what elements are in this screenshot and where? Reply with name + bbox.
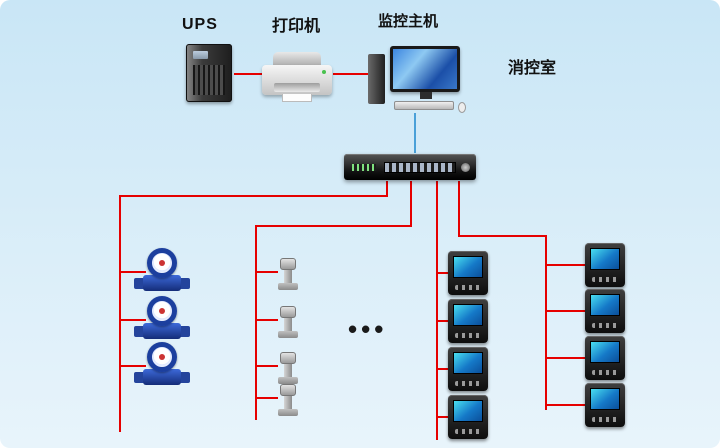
host-monitor — [390, 46, 460, 92]
valve-sensor — [276, 306, 300, 340]
monitor-stand — [420, 92, 432, 99]
sensor-head — [280, 306, 296, 318]
water-meter — [134, 248, 190, 294]
power-meter-buttons — [592, 417, 618, 422]
power-meter — [585, 336, 625, 380]
power-meter — [448, 395, 488, 439]
power-meter-buttons — [592, 370, 618, 375]
sensor-body — [284, 364, 292, 378]
water-meter-needle — [159, 308, 165, 314]
printer-device — [262, 52, 332, 104]
printer-status-led — [322, 70, 326, 74]
host-keyboard — [394, 101, 454, 110]
water-meter-pipe-left — [134, 278, 145, 289]
water-meter-body — [143, 275, 181, 291]
power-meter — [448, 251, 488, 295]
power-meter — [585, 383, 625, 427]
sensor-base — [278, 283, 298, 290]
printer-out-slot — [274, 83, 320, 92]
power-meter-screen — [453, 400, 483, 422]
water-meter-dial — [147, 342, 177, 372]
trunk-sensors — [255, 181, 412, 420]
monitor-host-device — [368, 46, 468, 113]
sensor-body — [284, 396, 292, 410]
power-meter-buttons — [455, 285, 481, 290]
ups-label: UPS — [182, 16, 218, 33]
sensor-base — [278, 377, 298, 384]
data-collector-switch — [344, 154, 476, 180]
power-meter-screen — [590, 248, 620, 270]
ups-device — [186, 44, 232, 102]
power-meter-buttons — [592, 323, 618, 328]
power-meter-screen — [453, 304, 483, 326]
switch-ports — [384, 162, 456, 173]
power-meter — [448, 347, 488, 391]
water-meter-body — [143, 323, 181, 339]
water-meter-needle — [159, 260, 165, 266]
control-room-label: 消控室 — [508, 60, 557, 77]
monitor-host-label: 监控主机 — [378, 13, 439, 30]
sensor-body — [284, 270, 292, 284]
power-meter-screen — [590, 388, 620, 410]
power-meter-screen — [453, 256, 483, 278]
valve-sensor — [276, 384, 300, 418]
water-meter-body — [143, 369, 181, 385]
water-meter — [134, 342, 190, 388]
printer-label: 打印机 — [272, 18, 321, 35]
printer-lid — [273, 52, 321, 67]
sensor-body — [284, 318, 292, 332]
ups-vents — [193, 65, 225, 95]
water-meter-pipe-left — [134, 372, 145, 383]
power-meter — [585, 243, 625, 287]
water-meter-pipe-right — [179, 278, 190, 289]
sensor-base — [278, 331, 298, 338]
printer-paper-tray — [282, 94, 312, 102]
water-meter-pipe-right — [179, 326, 190, 337]
switch-power-knob — [461, 163, 470, 172]
power-meter — [585, 289, 625, 333]
power-meter-screen — [590, 294, 620, 316]
ups-display — [193, 51, 208, 59]
power-meter-buttons — [455, 333, 481, 338]
power-meter-screen — [590, 341, 620, 363]
trunk-power-meters-right — [458, 181, 547, 410]
host-screen — [393, 49, 457, 89]
valve-sensor — [276, 352, 300, 386]
power-meter — [448, 299, 488, 343]
sensor-head — [280, 384, 296, 396]
water-meter-pipe-right — [179, 372, 190, 383]
ellipsis-more-devices: ••• — [348, 314, 388, 344]
sensor-head — [280, 258, 296, 270]
switch-leds — [352, 164, 376, 171]
power-meter-buttons — [455, 429, 481, 434]
valve-sensor — [276, 258, 300, 292]
sensor-head — [280, 352, 296, 364]
host-tower — [368, 54, 385, 104]
power-meter-buttons — [455, 381, 481, 386]
power-meter-screen — [453, 352, 483, 374]
water-meter-needle — [159, 354, 165, 360]
host-mouse — [458, 102, 466, 113]
sensor-base — [278, 409, 298, 416]
water-meter-pipe-left — [134, 326, 145, 337]
trunk-water-meters — [119, 181, 388, 432]
power-meter-buttons — [592, 277, 618, 282]
water-meter — [134, 296, 190, 342]
